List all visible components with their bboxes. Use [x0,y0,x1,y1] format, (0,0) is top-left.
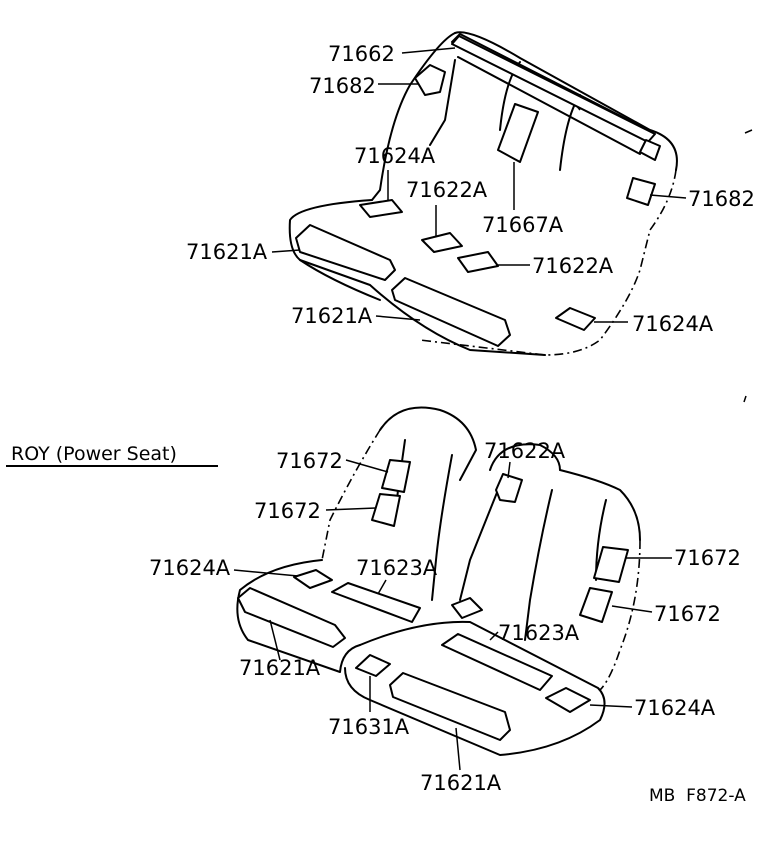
label-71631A: 71631A [328,715,410,739]
label-71621A-top-left: 71621A [186,240,268,264]
pad-71624A-right [555,307,596,331]
bottom-pads [237,459,629,741]
pad-71631A [355,654,391,677]
pad-71672-d [579,587,613,623]
bottom-seat-outline [236,406,641,756]
pad-71672-a [381,459,411,493]
label-71672-d: 71672 [654,602,721,626]
top-pads [295,35,661,347]
pad-71682-right [626,177,656,206]
label-71672-c: 71672 [674,546,741,570]
label-71624A-top-right: 71624A [632,312,714,336]
label-71672-a: 71672 [276,449,343,473]
pad-71624A-left [359,199,403,218]
label-71672-b: 71672 [254,499,321,523]
pad-71623A-right [441,633,553,691]
label-71624A-top-left: 71624A [354,144,436,168]
pad-71622A-1 [421,232,463,253]
pad-71621A-right [391,277,511,347]
label-71662: 71662 [328,42,395,66]
pad-71662 [451,35,656,143]
pad-71682-small [639,139,661,161]
label-71621A-bottom-center: 71621A [420,771,502,795]
label-71623A-left: 71623A [356,556,438,580]
label-71621A-bottom-left: 71621A [239,656,321,680]
pad-71624A-bottom-left [293,569,333,589]
label-71667A: 71667A [482,213,564,237]
pad-71621A-bottom-center [389,672,511,741]
pad-71682-left [414,64,446,96]
top-leaders [271,47,687,323]
label-71622A-right: 71622A [532,254,614,278]
pad-71624A-bottom-right [545,687,591,713]
section-title: ROY (Power Seat) [11,443,177,465]
stray-mark-2 [743,395,747,403]
pad-71672-c [593,546,629,583]
top-labels: 71662 71682 71624A 71622A 71667A 71682 7… [186,42,755,336]
label-71623A-right: 71623A [498,621,580,645]
label-71622A-top: 71622A [406,178,488,202]
label-71624A-bottom-right: 71624A [634,696,716,720]
figure-code: MB F872-A [649,786,746,806]
pad-71672-b [371,493,401,527]
pad-71667A [497,103,539,163]
label-71682-right: 71682 [688,187,755,211]
label-71624A-bottom-left: 71624A [149,556,231,580]
pad-71622A-2 [457,251,499,273]
stray-mark [744,129,753,134]
label-71682-left: 71682 [309,74,376,98]
label-71621A-top-center: 71621A [291,304,373,328]
pad-71623A-left [331,582,421,623]
bottom-leaders [233,459,672,771]
pad-71621A-bottom-left [237,587,346,648]
bottom-labels: 71622A 71672 71672 71624A 71623A 71672 7… [149,439,741,795]
label-71622A-bottom: 71622A [484,439,566,463]
pad-71621A-left [295,224,396,281]
pad-71622A-bottom [495,473,523,503]
